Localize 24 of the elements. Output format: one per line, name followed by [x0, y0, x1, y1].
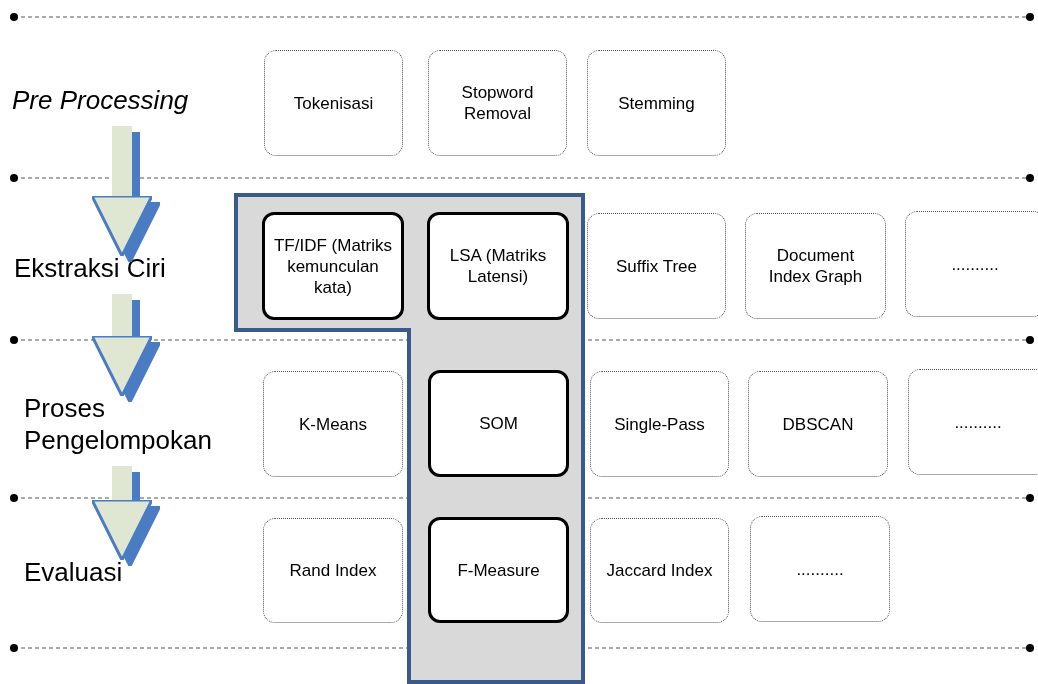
block-arrow: [90, 294, 154, 398]
method-box: DBSCAN: [748, 371, 888, 477]
method-box: Tokenisasi: [264, 50, 403, 156]
method-box: ..........: [905, 211, 1038, 317]
highlighted-method-box: TF/IDF (Matriks kemunculan kata): [262, 212, 404, 320]
stage-label: Ekstraksi Ciri: [14, 252, 166, 284]
stage-label: Proses Pengelompokan: [24, 392, 224, 456]
method-box: Single-Pass: [590, 371, 729, 477]
highlighted-method-box: F-Measure: [428, 517, 569, 623]
method-box: Rand Index: [263, 518, 403, 623]
method-box: K-Means: [263, 371, 403, 477]
method-box: Document Index Graph: [745, 213, 886, 319]
highlighted-method-box: LSA (Matriks Latensi): [427, 212, 569, 320]
method-box: Jaccard Index: [590, 518, 729, 623]
block-arrow: [90, 466, 154, 562]
method-box: ..........: [750, 516, 890, 622]
method-box: Stemming: [587, 50, 726, 156]
block-arrow: [90, 126, 154, 258]
method-box: Stopword Removal: [428, 50, 567, 156]
method-box: ..........: [908, 369, 1038, 475]
stage-label: Pre Processing: [12, 84, 189, 116]
stage-label: Evaluasi: [24, 556, 123, 588]
method-box: Suffix Tree: [587, 213, 726, 319]
highlighted-method-box: SOM: [428, 370, 569, 477]
